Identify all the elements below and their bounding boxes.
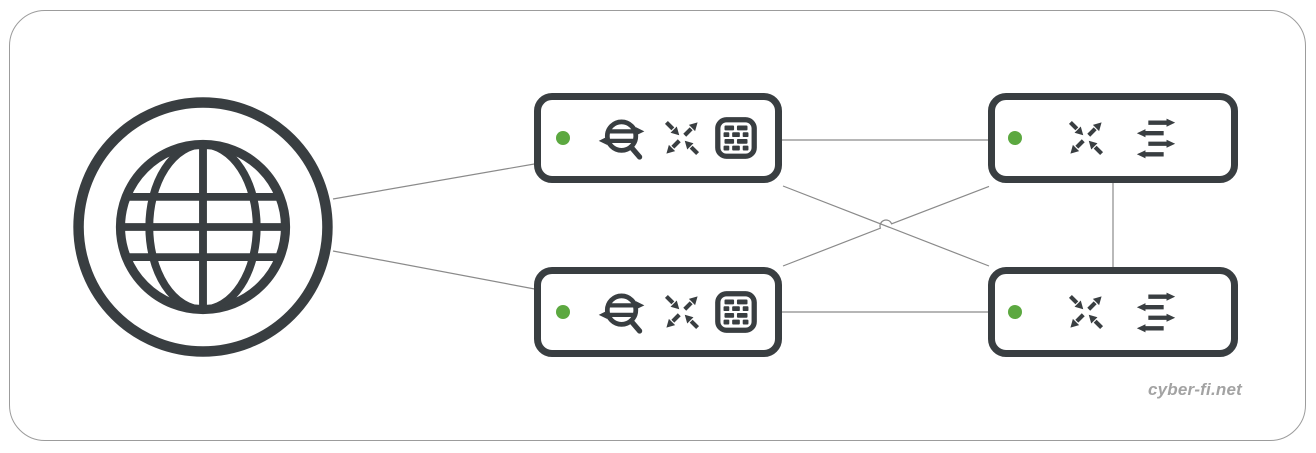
node-icon-group [1064,115,1179,161]
firewall-icon [713,115,759,161]
node-icon-group [594,111,759,165]
node-icon-group [594,285,759,339]
switch-icon [1133,289,1179,335]
link-router1-switch2 [782,185,990,267]
switch-icon [1133,115,1179,161]
router-icon [594,285,651,339]
status-dot [1008,305,1022,319]
status-dot [1008,131,1022,145]
globe-icon [72,96,334,358]
router-icon [594,111,651,165]
node-switch-1 [988,93,1238,183]
crossed-arrows-icon [660,290,704,334]
link-router2-switch1 [782,185,990,267]
node-router-firewall-2 [534,267,782,357]
status-dot [556,131,570,145]
watermark: cyber-fi.net [1147,380,1242,399]
link-internet-router2 [332,250,541,291]
firewall-icon [713,289,759,335]
diagram-frame [9,10,1306,441]
crossed-arrows-icon [660,116,704,160]
node-switch-2 [988,267,1238,357]
crossed-arrows-icon [1064,290,1108,334]
node-router-firewall-1 [534,93,782,183]
status-dot [556,305,570,319]
link-internet-router1 [332,162,541,200]
crossed-arrows-icon [1064,116,1108,160]
node-icon-group [1064,289,1179,335]
node-internet [72,96,334,358]
